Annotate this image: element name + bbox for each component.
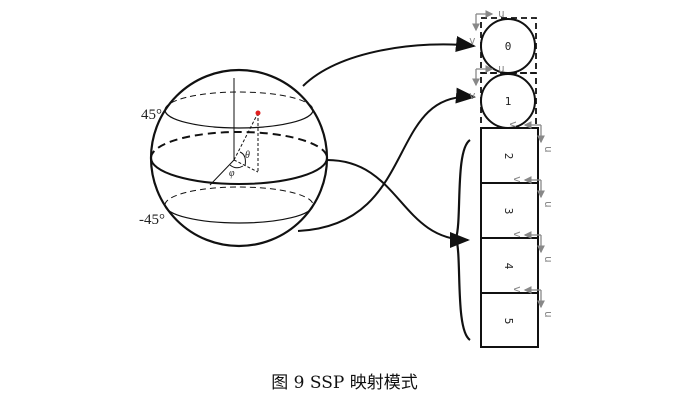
axis-v-label: v [469, 34, 476, 47]
axis-u-label: u [498, 62, 505, 75]
uv-axes [472, 10, 545, 309]
axis-v-label: v [511, 176, 524, 183]
face-3-label: 3 [502, 208, 515, 215]
face-0-label: 0 [505, 40, 512, 53]
mapping-arrows [297, 36, 476, 341]
axis-v-label: v [507, 121, 520, 128]
axis-u-label: u [498, 7, 505, 20]
sphere [149, 68, 329, 248]
face-5-label: 5 [502, 318, 515, 325]
figure-caption: 图 9 SSP 映射模式 [271, 373, 418, 393]
axis-u-label: u [542, 256, 555, 263]
face-4-label: 4 [502, 263, 515, 270]
phi-label: φ [229, 168, 235, 179]
lat-45-label: 45° [141, 107, 162, 123]
lat-minus45-label: -45° [139, 212, 165, 228]
axis-u-label: u [542, 201, 555, 208]
face-1-label: 1 [505, 95, 512, 108]
axis-u-label: u [542, 311, 555, 318]
face-2-label: 2 [502, 153, 515, 160]
axis-v-label: v [511, 286, 524, 293]
axis-u-label: u [542, 146, 555, 153]
theta-label: θ [245, 150, 250, 161]
sample-point [255, 110, 261, 116]
axis-v-label: v [469, 89, 476, 102]
face-layout [480, 17, 539, 348]
axis-v-label: v [511, 231, 524, 238]
